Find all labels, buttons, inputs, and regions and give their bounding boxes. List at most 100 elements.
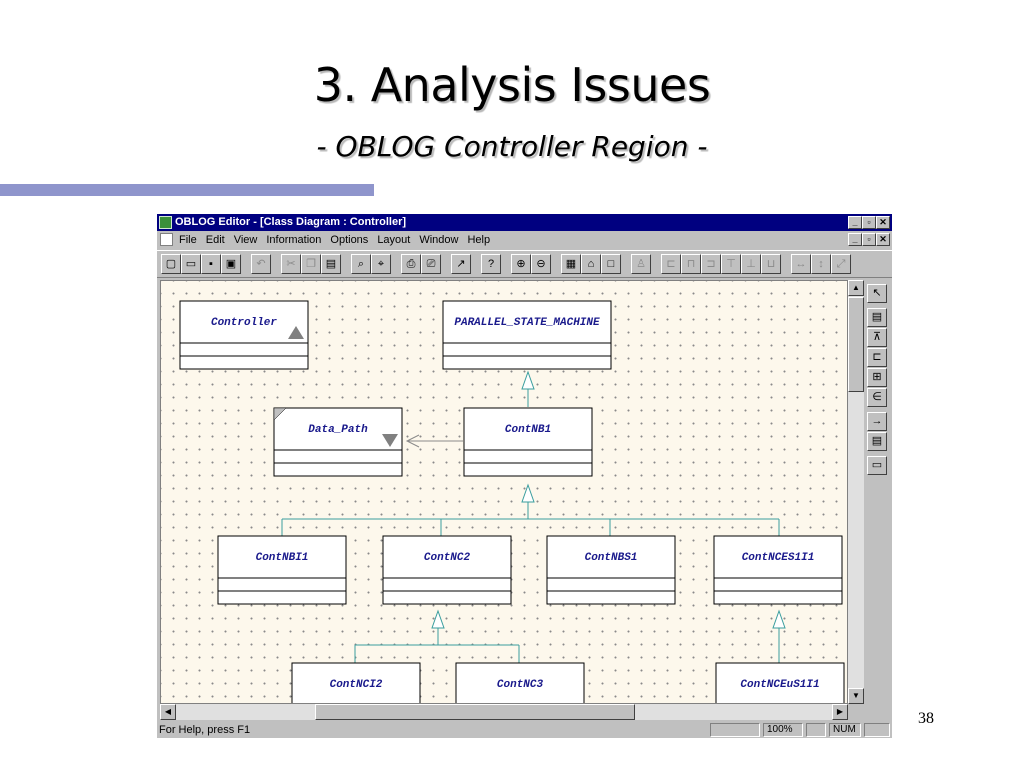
export-icon[interactable]: ↗ — [451, 254, 471, 274]
align-center-icon[interactable]: ⊓ — [681, 254, 701, 274]
status-pane-empty — [710, 723, 760, 737]
aggregation-tool-icon[interactable]: ⊏ — [867, 348, 887, 367]
open-folder-icon[interactable]: ▭ — [181, 254, 201, 274]
class-controller[interactable]: Controller — [179, 300, 309, 370]
align-left-icon[interactable]: ⊏ — [661, 254, 681, 274]
composition-tool-icon[interactable]: ⊞ — [867, 368, 887, 387]
menu-information[interactable]: Information — [266, 234, 322, 246]
class-contnc2[interactable]: ContNC2 — [382, 535, 512, 605]
class-tool-icon[interactable]: ▤ — [867, 308, 887, 327]
align-bottom-icon[interactable]: ⊔ — [761, 254, 781, 274]
tool-palette: ↖ ▤ ⊼ ⊏ ⊞ ∈ → ▤ ▭ — [867, 284, 889, 475]
horizontal-scroll-thumb[interactable] — [315, 704, 635, 720]
class-name: Data_Path — [308, 424, 368, 436]
class-contnc3[interactable]: ContNC3 — [455, 662, 585, 704]
window-titlebar[interactable]: OBLOG Editor - [Class Diagram : Controll… — [157, 214, 892, 231]
object-tool-icon[interactable]: ▤ — [867, 432, 887, 451]
undo-icon[interactable]: ↶ — [251, 254, 271, 274]
vertical-scroll-thumb[interactable] — [848, 297, 864, 392]
class-name: PARALLEL_STATE_MACHINE — [454, 317, 600, 329]
class-contnceus1i1[interactable]: ContNCEuS1I1 — [715, 662, 845, 704]
num-lock-indicator: NUM — [829, 723, 861, 737]
diagram-canvas[interactable]: Controller PARALLEL_STATE_MACHINE Data_P… — [160, 280, 848, 704]
class-name: ContNCES1I1 — [742, 552, 815, 564]
class-name: ContNC2 — [424, 552, 471, 564]
toolbar: ▢ ▭ ▪ ▣ ↶ ✂ ❐ ▤ ⌕ ⌖ ⎙ ⎚ ↗ ? ⊕ ⊖ ▦ ⌂ □ ♙ … — [157, 250, 892, 278]
align-middle-icon[interactable]: ⊥ — [741, 254, 761, 274]
document-icon[interactable] — [160, 233, 173, 246]
class-name: ContNBI1 — [256, 552, 309, 564]
menu-help[interactable]: Help — [467, 234, 491, 246]
accent-bar — [0, 184, 374, 196]
status-message: For Help, press F1 — [159, 724, 251, 736]
class-contnbi1[interactable]: ContNBI1 — [217, 535, 347, 605]
status-bar: For Help, press F1 100% NUM — [157, 722, 892, 738]
note-tool-icon[interactable]: ▭ — [867, 456, 887, 475]
close-button[interactable]: ✕ — [876, 216, 890, 229]
copy-icon[interactable]: ❐ — [301, 254, 321, 274]
grid-icon[interactable]: ▦ — [561, 254, 581, 274]
class-contnces1i1[interactable]: ContNCES1I1 — [713, 535, 843, 605]
cut-icon[interactable]: ✂ — [281, 254, 301, 274]
same-size-icon[interactable]: ⤢ — [831, 254, 851, 274]
status-pane-empty-3 — [864, 723, 890, 737]
class-contnb1[interactable]: ContNB1 — [463, 407, 593, 477]
find-icon[interactable]: ⌕ — [351, 254, 371, 274]
class-name: ContNBS1 — [585, 552, 638, 564]
class-data-path[interactable]: Data_Path — [273, 407, 403, 477]
same-height-icon[interactable]: ↕ — [811, 254, 831, 274]
menu-bar: File Edit View Information Options Layou… — [157, 231, 892, 249]
page-number: 38 — [918, 710, 934, 727]
doc-restore-button[interactable]: ▫ — [862, 233, 876, 246]
menu-layout[interactable]: Layout — [377, 234, 411, 246]
class-name: ContNCEuS1I1 — [740, 679, 819, 691]
class-contnbs1[interactable]: ContNBS1 — [546, 535, 676, 605]
class-contnci2[interactable]: ContNCI2 — [291, 662, 421, 704]
doc-close-button[interactable]: ✕ — [876, 233, 890, 246]
pointer-tool-icon[interactable]: ↖ — [867, 284, 887, 303]
menu-window[interactable]: Window — [419, 234, 459, 246]
slide-subtitle: - OBLOG Controller Region - — [316, 130, 708, 163]
oblog-editor-window: OBLOG Editor - [Class Diagram : Controll… — [157, 214, 892, 738]
horizontal-scrollbar[interactable]: ◀ ▶ — [160, 704, 848, 720]
help-icon[interactable]: ? — [481, 254, 501, 274]
zoom-out-icon[interactable]: ⊖ — [531, 254, 551, 274]
scroll-left-icon[interactable]: ◀ — [160, 704, 176, 720]
doc-minimize-button[interactable]: _ — [848, 233, 862, 246]
frame-icon[interactable]: □ — [601, 254, 621, 274]
align-right-icon[interactable]: ⊐ — [701, 254, 721, 274]
person-icon[interactable]: ♙ — [631, 254, 651, 274]
save-icon[interactable]: ▪ — [201, 254, 221, 274]
class-parallel-state-machine[interactable]: PARALLEL_STATE_MACHINE — [442, 300, 612, 370]
association-tool-icon[interactable]: → — [867, 412, 887, 431]
paste-icon[interactable]: ▤ — [321, 254, 341, 274]
class-name: ContNB1 — [505, 424, 551, 436]
zoom-in-icon[interactable]: ⊕ — [511, 254, 531, 274]
status-pane-empty-2 — [806, 723, 826, 737]
scroll-up-icon[interactable]: ▲ — [848, 280, 864, 296]
print-icon[interactable]: ⎙ — [401, 254, 421, 274]
minimize-button[interactable]: _ — [848, 216, 862, 229]
find-replace-icon[interactable]: ⌖ — [371, 254, 391, 274]
class-name: Controller — [211, 317, 277, 329]
menu-edit[interactable]: Edit — [205, 234, 225, 246]
vertical-scrollbar[interactable]: ▲ ▼ — [848, 280, 864, 704]
app-icon — [159, 216, 172, 229]
print-preview-icon[interactable]: ⎚ — [421, 254, 441, 274]
slide-title: 3. Analysis Issues — [313, 58, 711, 112]
menu-view[interactable]: View — [233, 234, 258, 246]
window-title: OBLOG Editor - [Class Diagram : Controll… — [175, 216, 407, 228]
menu-file[interactable]: File — [179, 234, 197, 246]
save-all-icon[interactable]: ▣ — [221, 254, 241, 274]
class-name: ContNC3 — [497, 679, 544, 691]
menu-options[interactable]: Options — [330, 234, 369, 246]
role-tool-icon[interactable]: ∈ — [867, 388, 887, 407]
same-width-icon[interactable]: ↔ — [791, 254, 811, 274]
scroll-right-icon[interactable]: ▶ — [832, 704, 848, 720]
new-file-icon[interactable]: ▢ — [161, 254, 181, 274]
scroll-down-icon[interactable]: ▼ — [848, 688, 864, 704]
align-top-icon[interactable]: ⊤ — [721, 254, 741, 274]
snap-icon[interactable]: ⌂ — [581, 254, 601, 274]
inheritance-tool-icon[interactable]: ⊼ — [867, 328, 887, 347]
maximize-button[interactable]: ▫ — [862, 216, 876, 229]
